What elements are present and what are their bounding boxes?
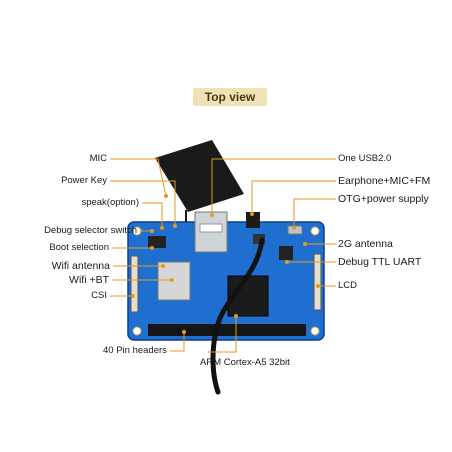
label-cpu: ARM Cortex-A5 32bit — [200, 357, 290, 369]
label-lcd: LCD — [338, 280, 357, 292]
label-mic: MIC — [90, 153, 107, 165]
label-usb: One USB2.0 — [338, 153, 391, 165]
label-2g-antenna: 2G antenna — [338, 238, 393, 250]
label-wifi-antenna: Wifi antenna — [52, 260, 110, 272]
label-csi: CSI — [91, 290, 107, 302]
label-otg: OTG+power supply — [338, 193, 429, 205]
label-debug-selector: Debug selector switch — [44, 225, 137, 237]
label-debug-uart: Debug TTL UART — [338, 256, 421, 268]
label-power-key: Power Key — [61, 175, 107, 187]
label-boot-selection: Boot selection — [49, 242, 109, 254]
pcb-board — [128, 212, 324, 340]
label-earphone: Earphone+MIC+FM — [338, 175, 430, 187]
label-speak: speak(option) — [81, 197, 139, 209]
label-wifi-bt: Wifi +BT — [69, 274, 109, 286]
label-40-pin-headers: 40 Pin headers — [103, 345, 167, 357]
